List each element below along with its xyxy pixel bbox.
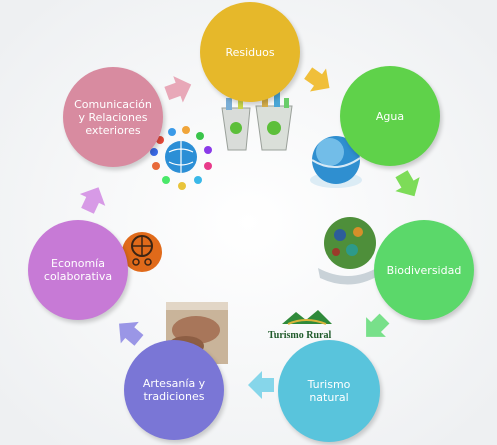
arrow-residuos-to-agua (304, 67, 330, 92)
node-economia: Economía colaborativa (28, 220, 128, 320)
node-biodiversidad-label: Biodiversidad (386, 263, 462, 277)
arrow-biodiversidad-to-turismo (366, 313, 390, 337)
water-splash-icon (310, 136, 362, 188)
cycle-arrows (79, 67, 420, 399)
recycling-bins-icon (221, 92, 293, 151)
node-economia-label: Economía colaborativa (43, 257, 113, 283)
arrow-artesania-to-economia (119, 321, 144, 346)
node-artesania-label: Artesanía y tradiciones (142, 377, 206, 403)
turismo-rural-logo-text: Turismo Rural (268, 330, 331, 341)
turismo-rural-logo (282, 310, 332, 325)
node-residuos-label: Residuos (225, 45, 275, 59)
node-agua: Agua (340, 66, 440, 166)
node-comunicacion: Comunicación y Relaciones exteriores (63, 67, 163, 167)
node-turismo-natural: Turismo natural (278, 340, 380, 442)
collaborative-economy-icon (122, 232, 162, 272)
node-biodiversidad: Biodiversidad (374, 220, 474, 320)
node-comunicacion-label: Comunicación y Relaciones exteriores (74, 97, 152, 137)
biodiversity-hands-globe-icon (318, 217, 380, 285)
node-artesania: Artesanía y tradiciones (124, 340, 224, 440)
turismo-rural-text: Turismo Rural (268, 330, 332, 341)
arrow-turismo-to-artesania (248, 371, 274, 399)
arrow-economia-to-comunicacion (79, 187, 106, 214)
arrow-comunicacion-to-residuos (164, 76, 192, 103)
node-agua-label: Agua (375, 109, 405, 123)
arrow-agua-to-biodiversidad (395, 170, 420, 197)
social-network-globe-icon (150, 126, 212, 190)
node-turismo-natural-label: Turismo natural (307, 378, 351, 404)
node-residuos: Residuos (200, 2, 300, 102)
